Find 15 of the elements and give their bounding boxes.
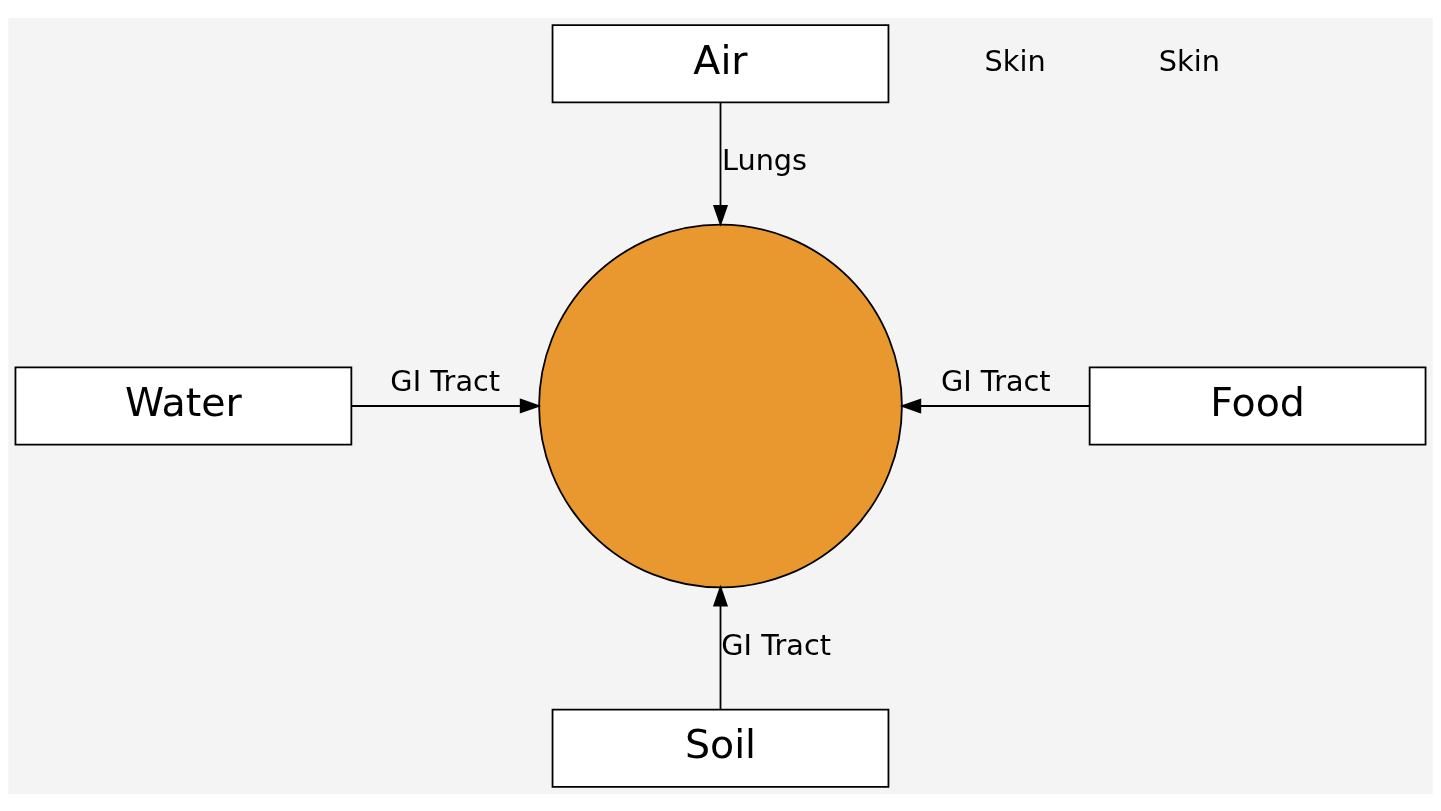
node-box: Soil [551,708,890,788]
node-circle [538,223,903,588]
arrow [351,397,542,414]
edge-label: GI Tract [390,363,501,398]
edge-label: Lungs [721,142,808,177]
arrow [712,101,729,227]
label: Skin [984,43,1046,78]
label: Skin [1158,43,1220,78]
node-box: Water [14,366,353,445]
node-box: Food [1088,366,1427,445]
arrow [712,584,729,710]
edge-label: GI Tract [721,627,832,662]
arrow [899,397,1091,414]
node-box: Air [551,23,890,103]
edge-label: GI Tract [940,363,1051,398]
